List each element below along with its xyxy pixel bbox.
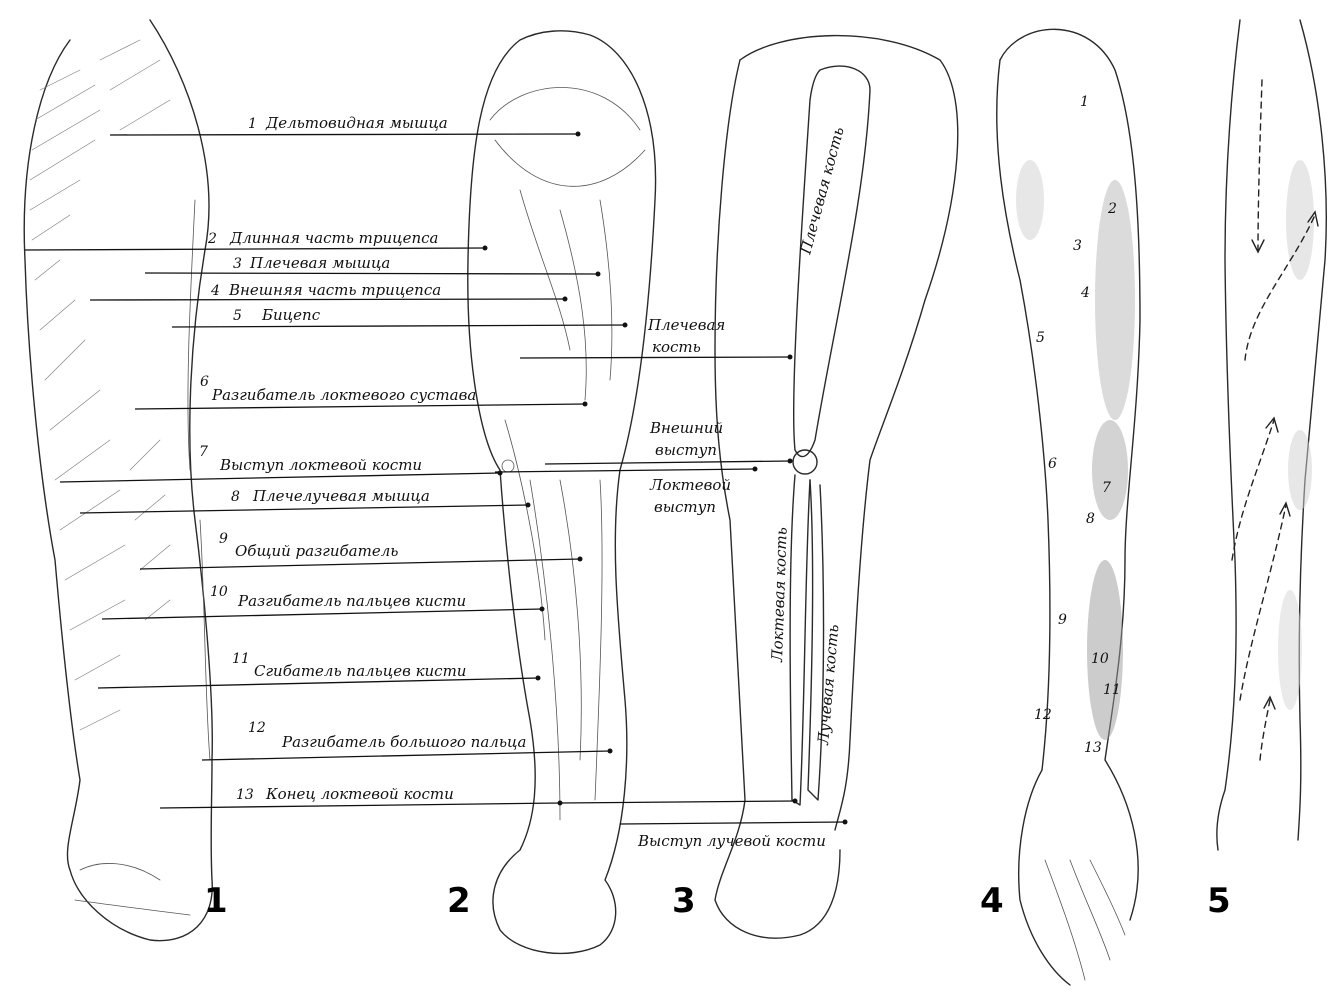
- label-muscle-13: Конец локтевой кости: [265, 785, 454, 803]
- leader-line-8: [80, 505, 528, 513]
- label-muscle-7: Выступ локтевой кости: [219, 456, 422, 474]
- figure-number-3: 3: [672, 881, 696, 921]
- label-num-5: 5: [233, 308, 242, 324]
- fig4-num-3: 3: [1073, 238, 1082, 254]
- label-epicondyle-line1: Внешний: [649, 419, 723, 437]
- label-num-8: 8: [231, 489, 240, 505]
- label-num-7: 7: [199, 444, 208, 460]
- figure-5-arm-drawing: [1217, 20, 1326, 850]
- fig4-num-13: 13: [1084, 740, 1102, 756]
- leader-line-3: [145, 273, 598, 274]
- figure-number-2: 2: [447, 881, 471, 921]
- label-ulna: Локтевая кость: [768, 527, 791, 663]
- label-num-1: 1: [248, 116, 257, 132]
- figure-4-arm-drawing: [997, 29, 1140, 985]
- label-muscle-12: Разгибатель большого пальца: [281, 733, 526, 751]
- leader-epicondyle: [545, 461, 790, 464]
- fig4-num-5: 5: [1036, 330, 1045, 346]
- leader-olecranon: [495, 469, 755, 472]
- leader-line-6: [135, 404, 585, 409]
- label-epicondyle-line2: выступ: [655, 441, 717, 459]
- leader-line-13: [160, 803, 560, 808]
- label-muscle-11: Сгибатель пальцев кисти: [254, 662, 466, 680]
- fig4-num-1: 1: [1080, 94, 1089, 110]
- figure-number-4: 4: [980, 881, 1004, 921]
- label-olecranon-line2: выступ: [654, 498, 716, 516]
- label-radial-styloid: Выступ лучевой кости: [637, 832, 826, 850]
- label-radius: Лучевая кость: [814, 624, 843, 747]
- fig4-num-9: 9: [1058, 612, 1067, 628]
- fig4-num-8: 8: [1086, 511, 1095, 527]
- arrow-up-upper: [1245, 215, 1315, 360]
- arrow-up-mid: [1232, 420, 1274, 560]
- leader-line-12: [202, 751, 610, 760]
- leader-ulna-end: [560, 801, 795, 803]
- label-num-13: 13: [236, 787, 254, 803]
- leader-line-4: [90, 299, 565, 300]
- muscle-labels: 1 Дельтовидная мышца 2 Длинная часть три…: [199, 114, 526, 803]
- label-num-9: 9: [219, 531, 228, 547]
- label-num-6: 6: [200, 374, 209, 390]
- label-humerus-line2: кость: [652, 338, 701, 356]
- figure-numbers: 1 2 3 4 5: [204, 881, 1231, 921]
- fig4-num-12: 12: [1034, 707, 1052, 723]
- label-num-4: 4: [210, 283, 220, 299]
- label-muscle-8: Плечелучевая мышца: [252, 487, 430, 505]
- label-num-2: 2: [207, 231, 217, 247]
- arrow-up-bottom: [1260, 700, 1270, 760]
- figure-number-1: 1: [204, 881, 228, 921]
- fig4-num-2: 2: [1107, 201, 1117, 217]
- label-muscle-6: Разгибатель локтевого сустава: [211, 386, 476, 404]
- leader-line-9: [140, 559, 580, 569]
- label-num-3: 3: [233, 256, 242, 272]
- leader-line-10: [102, 609, 542, 619]
- label-muscle-5: Бицепс: [261, 306, 321, 324]
- figure-number-5: 5: [1207, 881, 1231, 921]
- label-muscle-10: Разгибатель пальцев кисти: [237, 592, 466, 610]
- leader-line-1: [110, 134, 578, 135]
- label-num-12: 12: [248, 720, 266, 736]
- label-num-10: 10: [210, 584, 228, 600]
- fig4-num-4: 4: [1080, 285, 1090, 301]
- label-muscle-1: Дельтовидная мышца: [265, 114, 448, 132]
- arrow-down-upper: [1258, 80, 1262, 250]
- label-humerus-line1: Плечевая: [647, 316, 725, 334]
- label-muscle-2: Длинная часть трицепса: [229, 229, 438, 247]
- leader-humerus: [520, 357, 790, 358]
- label-muscle-4: Внешняя часть трицепса: [228, 281, 441, 299]
- leader-line-5: [172, 325, 625, 327]
- label-olecranon-line1: Локтевой: [649, 476, 731, 494]
- leader-line-2: [25, 248, 485, 250]
- fig4-num-10: 10: [1091, 651, 1109, 667]
- label-muscle-3: Плечевая мышца: [249, 254, 390, 272]
- fig4-num-6: 6: [1048, 456, 1057, 472]
- label-num-11: 11: [232, 651, 250, 667]
- fig4-num-7: 7: [1102, 480, 1111, 496]
- fig4-num-11: 11: [1103, 682, 1121, 698]
- label-muscle-9: Общий разгибатель: [235, 542, 398, 560]
- figure-2-muscle-drawing: [468, 31, 656, 954]
- leader-line-7: [60, 473, 500, 482]
- leader-radial-styloid: [620, 822, 845, 824]
